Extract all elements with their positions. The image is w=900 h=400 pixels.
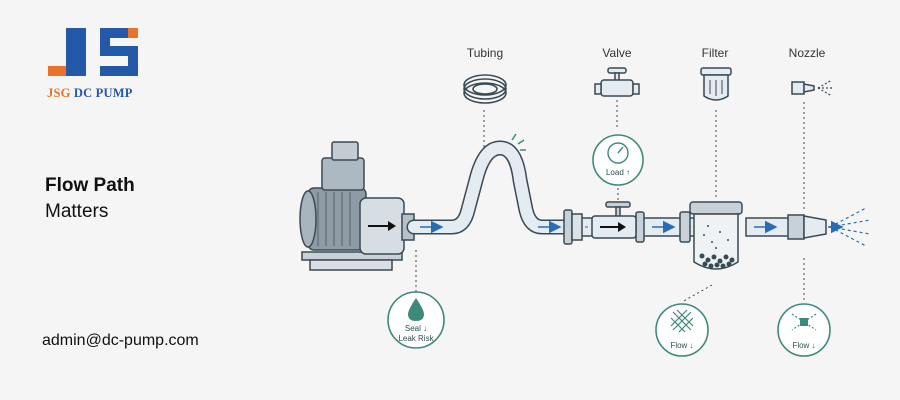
badge-filter-flow-label: Flow ↓ bbox=[670, 341, 693, 350]
badge-load-label: Load ↑ bbox=[606, 168, 630, 177]
spray-icon bbox=[791, 313, 817, 331]
inline-nozzle bbox=[787, 214, 827, 240]
headline-line2: Matters bbox=[45, 201, 109, 222]
flow-path-diagram: Tubing Valve Filter Nozzle bbox=[280, 30, 900, 400]
jsg-logo-icon bbox=[48, 28, 138, 76]
badge-seal-line2: Leak Risk bbox=[398, 334, 434, 343]
water-drop-icon bbox=[408, 298, 424, 321]
component-label-valve: Valve bbox=[602, 46, 632, 60]
badge-load: Load ↑ bbox=[592, 134, 644, 186]
component-label-tubing: Tubing bbox=[466, 46, 504, 60]
pipe-fittings bbox=[563, 209, 691, 245]
inline-valve bbox=[591, 201, 637, 239]
spray-lines bbox=[829, 207, 871, 247]
filter-icon bbox=[700, 67, 732, 101]
badge-seal-leak: Seal ↓ Leak Risk bbox=[387, 291, 445, 349]
diagram-canvas: Seal ↓ Leak Risk Load ↑ Flow ↓ bbox=[299, 67, 871, 357]
contact-email[interactable]: admin@dc-pump.com bbox=[42, 332, 199, 349]
component-label-nozzle: Nozzle bbox=[788, 46, 826, 60]
headline-line1: Flow Path bbox=[45, 175, 135, 196]
tubing-coil-icon bbox=[463, 74, 507, 104]
valve-icon bbox=[594, 67, 640, 97]
badge-nozzle-flow: Flow ↓ bbox=[777, 303, 831, 357]
badge-seal-line1: Seal ↓ bbox=[405, 324, 427, 333]
badge-nozzle-flow-label: Flow ↓ bbox=[792, 341, 815, 350]
headline: Flow Path Matters bbox=[45, 173, 135, 225]
vibration-marks bbox=[511, 133, 526, 151]
badge-filter-flow: Flow ↓ bbox=[655, 303, 709, 357]
pressure-gauge-icon bbox=[607, 142, 629, 164]
brand-name: JSG DC PUMP bbox=[47, 86, 133, 100]
leader-lines bbox=[415, 100, 805, 303]
pump-icon bbox=[299, 141, 415, 271]
mesh-icon bbox=[670, 309, 694, 333]
component-label-filter: Filter bbox=[701, 46, 729, 60]
nozzle-icon bbox=[791, 79, 834, 97]
inline-filter bbox=[689, 201, 743, 270]
